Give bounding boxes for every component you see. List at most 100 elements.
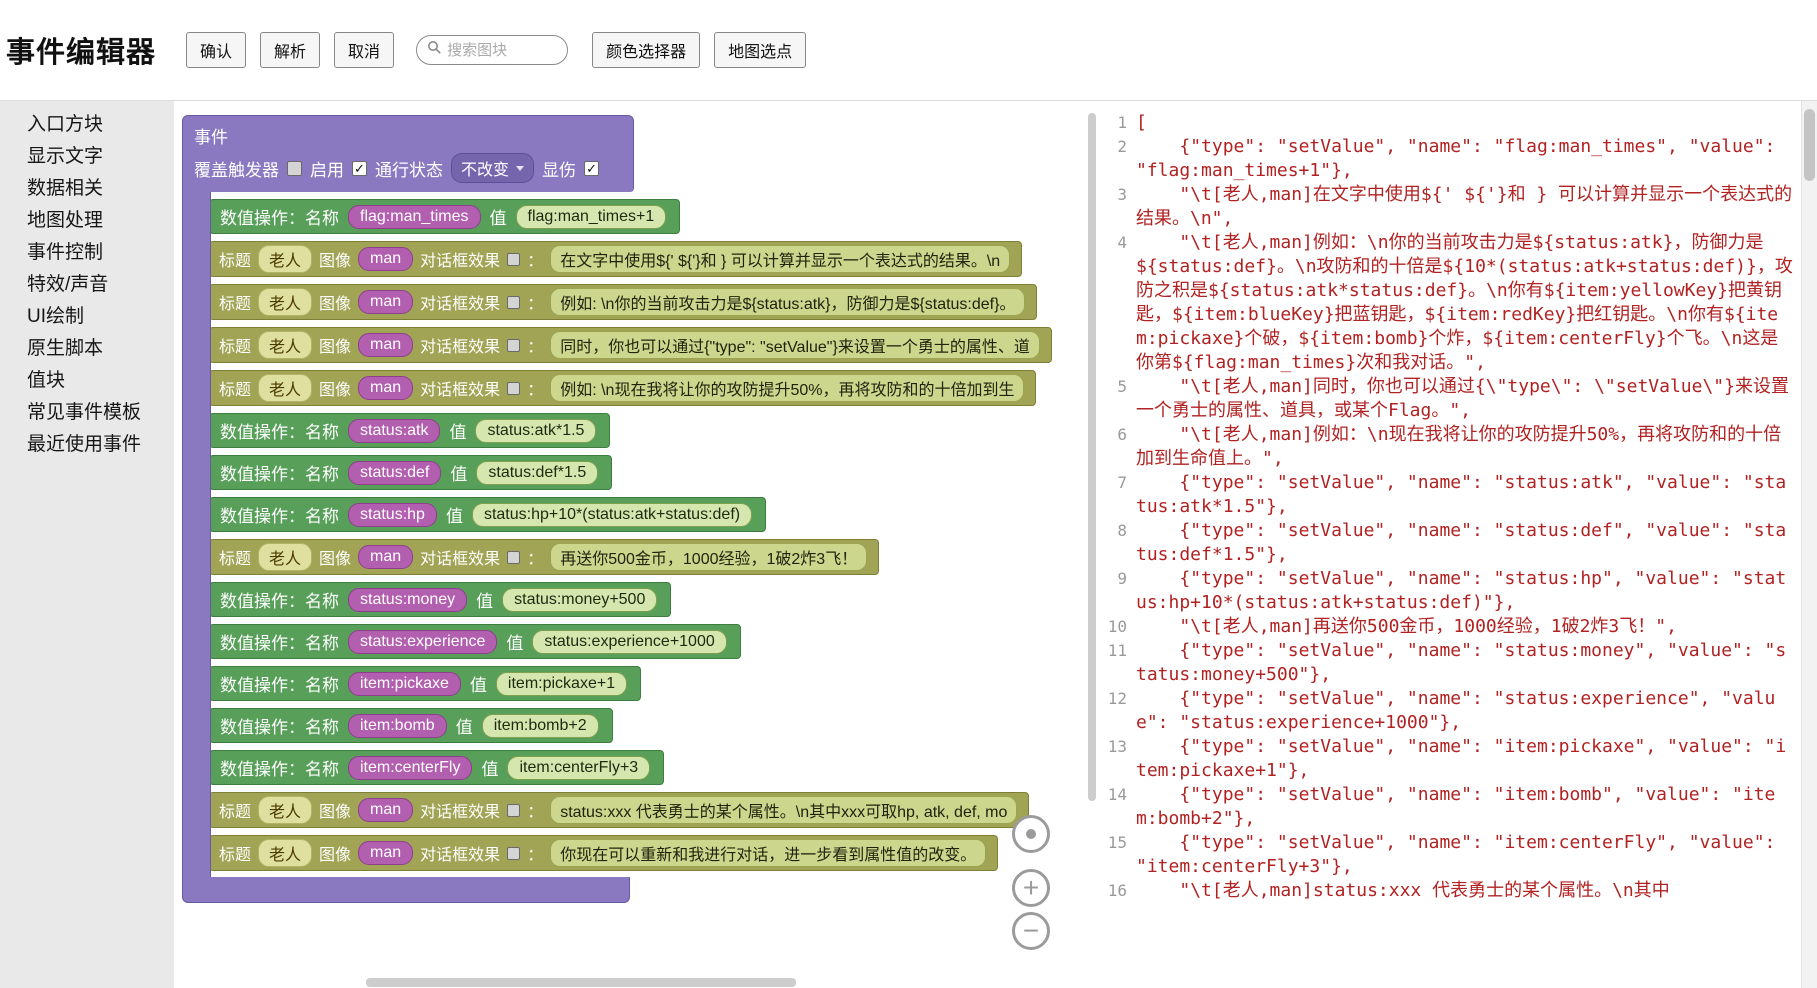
sidebar-item-3[interactable]: 地图处理 <box>27 210 104 231</box>
code-line[interactable]: 1 [ <box>1104 111 1793 135</box>
dialog-text-field[interactable]: 同时，你也可以通过{"type": "setValue"}来设置一个勇士的属性、… <box>550 331 1040 359</box>
image-field[interactable]: man <box>358 545 414 569</box>
value-expr-field[interactable]: item:pickaxe+1 <box>495 671 628 696</box>
dialog-text-field[interactable]: 例如: \n你的当前攻击力是${status:atk}，防御力是${status… <box>550 288 1026 316</box>
title-field[interactable]: 老人 <box>258 331 313 359</box>
effect-checkbox[interactable] <box>507 846 521 860</box>
image-field[interactable]: man <box>358 841 414 865</box>
sidebar-item-10[interactable]: 最近使用事件 <box>27 434 142 455</box>
block-showtext[interactable]: 标题 老人 图像 man 对话框效果 ： 例如: \n你的当前攻击力是${sta… <box>209 284 1038 320</box>
title-field[interactable]: 老人 <box>258 839 313 867</box>
blockly-canvas[interactable]: 事件 覆盖触发器 启用 通行状态 不改变 显伤 数值操作： <box>174 101 1098 988</box>
value-expr-field[interactable]: status:atk*1.5 <box>475 418 597 443</box>
value-name-field[interactable]: status:atk <box>348 418 441 443</box>
block-setvalue[interactable]: 数值操作：名称 item:pickaxe 值 item:pickaxe+1 <box>209 666 642 701</box>
zoom-out-button[interactable]: − <box>1012 912 1050 950</box>
recenter-button[interactable] <box>1012 815 1050 853</box>
code-line[interactable]: 13 {"type": "setValue", "name": "item:pi… <box>1104 735 1793 783</box>
block-setvalue[interactable]: 数值操作：名称 status:def 值 status:def*1.5 <box>209 455 613 490</box>
pass-state-dropdown[interactable]: 不改变 <box>451 153 535 183</box>
block-showtext[interactable]: 标题 老人 图像 man 对话框效果 ： 在文字中使用${' ${'}和 } 可… <box>209 241 1023 277</box>
sidebar-item-2[interactable]: 数据相关 <box>27 178 104 199</box>
damage-checkbox[interactable] <box>584 160 600 176</box>
sidebar-item-1[interactable]: 显示文字 <box>27 146 104 167</box>
code-scrollbar-thumb[interactable] <box>1804 109 1815 181</box>
image-field[interactable]: man <box>358 798 414 822</box>
image-field[interactable]: man <box>358 333 414 357</box>
value-name-field[interactable]: status:experience <box>348 629 498 654</box>
effect-checkbox[interactable] <box>507 381 521 395</box>
color-picker-button[interactable]: 颜色选择器 <box>592 32 701 68</box>
value-name-field[interactable]: item:pickaxe <box>348 671 461 696</box>
block-setvalue[interactable]: 数值操作：名称 item:centerFly 值 item:centerFly+… <box>209 750 665 785</box>
code-line[interactable]: 12 {"type": "setValue", "name": "status:… <box>1104 687 1793 735</box>
block-showtext[interactable]: 标题 老人 图像 man 对话框效果 ： 再送你500金币，1000经验，1破2… <box>209 539 880 575</box>
code-line[interactable]: 6 "\t[老人,man]例如：\n现在我将让你的攻防提升50%，再将攻防和的十… <box>1104 423 1793 471</box>
sidebar-item-4[interactable]: 事件控制 <box>27 242 104 263</box>
canvas-vertical-scrollbar[interactable] <box>1088 113 1096 801</box>
title-field[interactable]: 老人 <box>258 796 313 824</box>
value-expr-field[interactable]: status:hp+10*(status:atk+status:def) <box>471 502 753 527</box>
canvas-horizontal-scrollbar[interactable] <box>366 978 796 987</box>
block-setvalue[interactable]: 数值操作：名称 item:bomb 值 item:bomb+2 <box>209 708 613 743</box>
sidebar-item-8[interactable]: 值块 <box>27 370 66 391</box>
dialog-text-field[interactable]: 你现在可以重新和我进行对话，进一步看到属性值的改变。 <box>550 839 987 867</box>
confirm-button[interactable]: 确认 <box>186 32 247 68</box>
image-field[interactable]: man <box>358 376 414 400</box>
code-line[interactable]: 2 {"type": "setValue", "name": "flag:man… <box>1104 135 1793 183</box>
dialog-text-field[interactable]: status:xxx 代表勇士的某个属性。\n其中xxx可取hp, atk, d… <box>550 796 1018 824</box>
block-showtext[interactable]: 标题 老人 图像 man 对话框效果 ： 例如: \n现在我将让你的攻防提升50… <box>209 370 1037 406</box>
dialog-text-field[interactable]: 例如: \n现在我将让你的攻防提升50%，再将攻防和的十倍加到生 <box>550 374 1025 402</box>
title-field[interactable]: 老人 <box>258 543 313 571</box>
value-expr-field[interactable]: flag:man_times+1 <box>515 204 667 229</box>
code-line[interactable]: 10 "\t[老人,man]再送你500金币，1000经验，1破2炸3飞！", <box>1104 615 1793 639</box>
title-field[interactable]: 老人 <box>258 288 313 316</box>
value-name-field[interactable]: status:def <box>348 460 442 485</box>
sidebar-item-0[interactable]: 入口方块 <box>27 114 104 135</box>
sidebar-item-9[interactable]: 常见事件模板 <box>27 402 142 423</box>
value-expr-field[interactable]: item:centerFly+3 <box>507 755 651 780</box>
code-line[interactable]: 4 "\t[老人,man]例如：\n你的当前攻击力是${status:atk}，… <box>1104 231 1793 375</box>
enable-checkbox[interactable] <box>352 160 367 176</box>
value-expr-field[interactable]: item:bomb+2 <box>481 713 599 738</box>
block-setvalue[interactable]: 数值操作：名称 status:hp 值 status:hp+10*(status… <box>209 497 767 532</box>
trigger-checkbox[interactable] <box>287 160 302 176</box>
search-box[interactable] <box>416 35 569 65</box>
effect-checkbox[interactable] <box>507 252 521 266</box>
code-line[interactable]: 5 "\t[老人,man]同时，你也可以通过{\"type\": \"setVa… <box>1104 375 1793 423</box>
title-field[interactable]: 老人 <box>258 245 313 273</box>
block-setvalue[interactable]: 数值操作：名称 status:atk 值 status:atk*1.5 <box>209 413 611 448</box>
dialog-text-field[interactable]: 在文字中使用${' ${'}和 } 可以计算并显示一个表达式的结果。\n <box>550 245 1011 273</box>
cancel-button[interactable]: 取消 <box>334 32 395 68</box>
value-name-field[interactable]: flag:man_times <box>348 204 481 229</box>
code-scrollbar-track[interactable] <box>1801 101 1817 988</box>
code-line[interactable]: 3 "\t[老人,man]在文字中使用${' ${'}和 } 可以计算并显示一个… <box>1104 183 1793 231</box>
event-block-header[interactable]: 事件 覆盖触发器 启用 通行状态 不改变 显伤 <box>182 115 634 192</box>
effect-checkbox[interactable] <box>507 295 521 309</box>
effect-checkbox[interactable] <box>507 550 521 564</box>
code-line[interactable]: 14 {"type": "setValue", "name": "item:bo… <box>1104 783 1793 831</box>
event-block[interactable]: 事件 覆盖触发器 启用 通行状态 不改变 显伤 数值操作： <box>182 115 1052 903</box>
value-name-field[interactable]: status:money <box>348 587 468 612</box>
block-showtext[interactable]: 标题 老人 图像 man 对话框效果 ： status:xxx 代表勇士的某个属… <box>209 792 1030 828</box>
block-showtext[interactable]: 标题 老人 图像 man 对话框效果 ： 同时，你也可以通过{"type": "… <box>209 327 1052 363</box>
code-editor[interactable]: 1 [ 2 {"type": "setValue", "name": "flag… <box>1098 101 1817 988</box>
block-setvalue[interactable]: 数值操作：名称 status:money 值 status:money+500 <box>209 582 672 617</box>
sidebar-item-5[interactable]: 特效/声音 <box>27 274 109 295</box>
code-line[interactable]: 15 {"type": "setValue", "name": "item:ce… <box>1104 831 1793 879</box>
image-field[interactable]: man <box>358 290 414 314</box>
title-field[interactable]: 老人 <box>258 374 313 402</box>
value-name-field[interactable]: item:bomb <box>348 713 447 738</box>
sidebar-item-7[interactable]: 原生脚本 <box>27 338 104 359</box>
value-expr-field[interactable]: status:money+500 <box>502 587 658 612</box>
value-name-field[interactable]: status:hp <box>348 502 437 527</box>
block-setvalue[interactable]: 数值操作：名称 status:experience 值 status:exper… <box>209 624 741 659</box>
effect-checkbox[interactable] <box>507 338 521 352</box>
code-line[interactable]: 11 {"type": "setValue", "name": "status:… <box>1104 639 1793 687</box>
code-line[interactable]: 7 {"type": "setValue", "name": "status:a… <box>1104 471 1793 519</box>
effect-checkbox[interactable] <box>507 803 521 817</box>
search-input[interactable] <box>447 41 556 59</box>
block-setvalue[interactable]: 数值操作：名称 flag:man_times 值 flag:man_times+… <box>209 199 681 234</box>
code-line[interactable]: 16 "\t[老人,man]status:xxx 代表勇士的某个属性。\n其中 <box>1104 879 1793 903</box>
map-pick-button[interactable]: 地图选点 <box>714 32 807 68</box>
